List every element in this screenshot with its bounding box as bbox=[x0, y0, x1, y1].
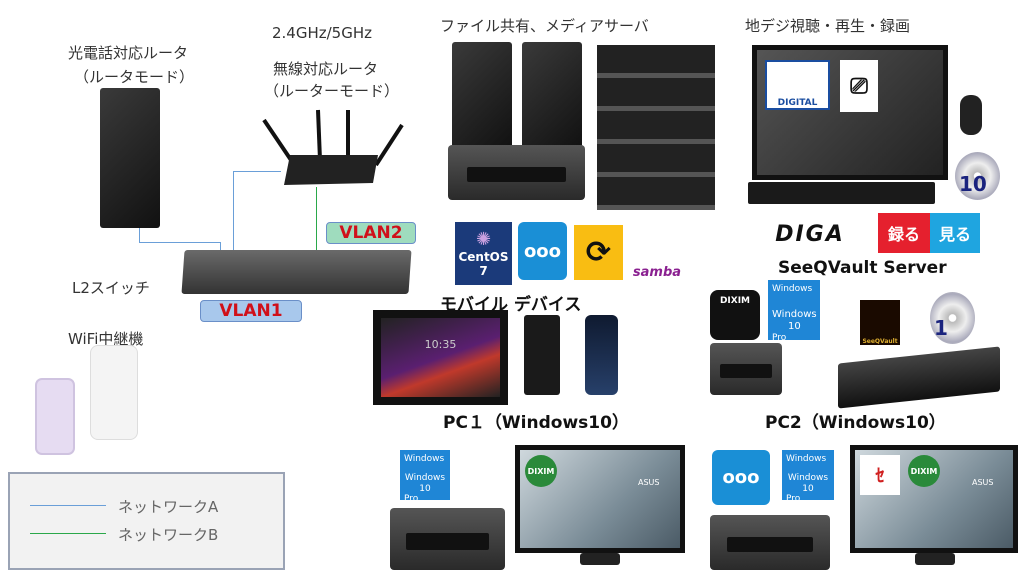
vlan1-label: VLAN1 bbox=[200, 300, 302, 322]
recorder-image bbox=[748, 182, 935, 204]
pc2-monitor-brand: ASUS bbox=[972, 478, 994, 487]
router1-mode: （ルータモード） bbox=[74, 68, 195, 86]
pc2-monitor-stand bbox=[915, 553, 955, 565]
pc2-dixim-icon: DIXIM bbox=[908, 455, 940, 487]
tablet-screen: 10:35 bbox=[381, 318, 500, 397]
pc1-dixim-icon: DIXIM bbox=[525, 455, 557, 487]
pc1-monitor-stand bbox=[580, 553, 620, 565]
pc2-nextcloud-logo: ooo bbox=[712, 450, 770, 505]
legend: ネットワークA ネットワークB bbox=[8, 472, 285, 570]
phone2-image bbox=[585, 315, 618, 395]
dixim-logo: DIXIM bbox=[710, 290, 760, 340]
pc2-nuc-image bbox=[710, 343, 782, 395]
legend-line-b bbox=[30, 533, 106, 534]
watch-logo: 見る bbox=[930, 213, 980, 253]
router2-mode: （ルーターモード） bbox=[264, 82, 400, 100]
legend-network-a: ネットワークA bbox=[118, 498, 219, 516]
disc-1: 1 bbox=[930, 292, 975, 344]
router2-band: 2.4GHz/5GHz bbox=[272, 24, 373, 42]
l2-switch-image bbox=[181, 250, 412, 294]
router1-title: 光電話対応ルータ bbox=[68, 44, 189, 62]
server-title: ファイル共有、メディアサーバ bbox=[440, 17, 649, 35]
optical-router-image bbox=[100, 88, 160, 228]
pc1-nuc-image bbox=[390, 508, 505, 570]
diga-logo: DIGA bbox=[775, 222, 845, 247]
tablet-image: 10:35 bbox=[373, 310, 508, 405]
pc1-title: PC１（Windows10） bbox=[443, 413, 629, 433]
wifi-extender-image bbox=[90, 345, 138, 440]
vlan2-label: VLAN2 bbox=[326, 222, 416, 244]
server-nuc-image bbox=[448, 145, 585, 200]
seeqvault-hdd-image bbox=[838, 346, 1000, 409]
samba-logo: samba bbox=[632, 265, 682, 280]
cast-icon: ⎚ bbox=[840, 60, 878, 112]
nas1-image bbox=[452, 42, 512, 148]
seeqvault-logo: SeeQVault bbox=[860, 300, 900, 345]
hdd-rack-image bbox=[597, 45, 715, 210]
nextcloud-logo: ooo bbox=[518, 222, 567, 280]
router2-title: 無線対応ルータ bbox=[273, 60, 379, 78]
iphone-image bbox=[35, 378, 75, 455]
pc2-title: PC2（Windows10） bbox=[765, 413, 946, 433]
nas2-image bbox=[522, 42, 582, 148]
pc2-bottom-nuc-image bbox=[710, 515, 830, 570]
sync-logo: ⟳ bbox=[574, 225, 623, 280]
pc1-monitor-brand: ASUS bbox=[638, 478, 660, 487]
wifi-extender-label: WiFi中継機 bbox=[68, 330, 144, 348]
switch-label: L2スイッチ bbox=[72, 279, 150, 297]
wireless-router-image bbox=[262, 109, 404, 185]
legend-network-b: ネットワークB bbox=[118, 526, 219, 544]
legend-line-a bbox=[30, 505, 106, 506]
seeqvault-app-icon: ｾ bbox=[860, 455, 900, 495]
seeqvault-server-title: SeeQVault Server bbox=[778, 258, 947, 278]
tv-title: 地デジ視聴・再生・録画 bbox=[745, 17, 911, 35]
rec-logo: 録る bbox=[878, 213, 930, 253]
chromecast-image bbox=[960, 95, 982, 135]
disc-10: 10 bbox=[955, 152, 1000, 200]
phone1-image bbox=[524, 315, 560, 395]
digital-logo: DIGITAL bbox=[765, 60, 830, 110]
